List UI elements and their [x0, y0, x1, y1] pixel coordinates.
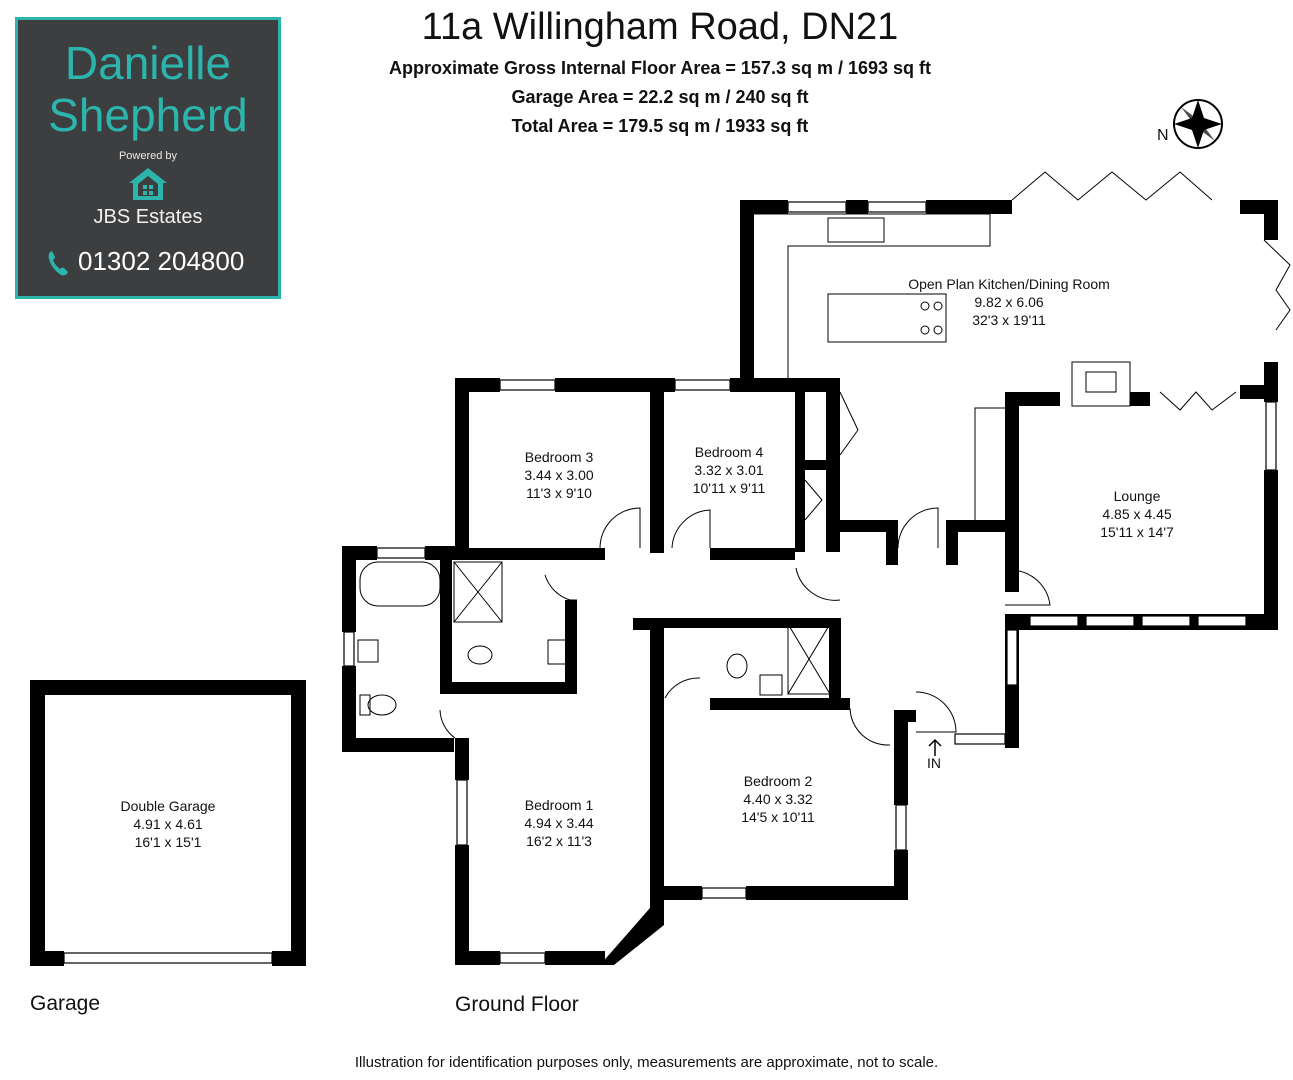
garage-wall	[30, 680, 45, 966]
agent-name-line2: Shepherd	[48, 89, 248, 141]
room-name: Bedroom 3	[524, 449, 594, 465]
room-bedroom-3: Bedroom 3 3.44 x 3.00 11'3 x 9'10	[449, 448, 669, 502]
room-metric: 3.44 x 3.00	[524, 467, 594, 483]
disclaimer-text: Illustration for identification purposes…	[354, 1054, 939, 1071]
room-imperial: 14'5 x 10'11	[741, 809, 815, 825]
entrance-arrow-icon	[928, 738, 942, 756]
room-imperial: 10'11 x 9'11	[692, 480, 766, 496]
floor-name-ground: Ground Floor	[455, 993, 579, 1016]
room-name: Double Garage	[120, 798, 216, 814]
room-name: Bedroom 1	[524, 797, 594, 813]
room-double-garage: Double Garage 4.91 x 4.61 16'1 x 15'1	[58, 797, 278, 851]
room-bedroom-4: Bedroom 4 3.32 x 3.01 10'11 x 9'11	[619, 443, 839, 497]
agent-logo: Danielle Shepherd Powered by JBS Estates…	[15, 17, 281, 299]
floor-name-garage: Garage	[30, 992, 101, 1015]
agent-name-line1: Danielle	[64, 37, 232, 89]
house-icon	[129, 168, 167, 200]
room-lounge: Lounge 4.85 x 4.45 15'11 x 14'7	[1027, 487, 1247, 541]
garage-area-text: Garage Area = 22.2 sq m / 240 sq ft	[511, 87, 809, 107]
room-metric: 4.94 x 3.44	[524, 815, 594, 831]
room-metric: 4.85 x 4.45	[1102, 506, 1172, 522]
room-bedroom-2: Bedroom 2 4.40 x 3.32 14'5 x 10'11	[668, 772, 888, 826]
room-imperial: 16'1 x 15'1	[134, 834, 202, 850]
room-imperial: 32'3 x 19'11	[972, 312, 1046, 328]
floor-area-text: Approximate Gross Internal Floor Area = …	[388, 58, 932, 78]
room-imperial: 16'2 x 11'3	[526, 833, 592, 849]
phone-number: 01302 204800	[78, 246, 245, 276]
room-metric: 4.91 x 4.61	[133, 816, 203, 832]
room-name: Bedroom 2	[743, 773, 813, 789]
room-metric: 9.82 x 6.06	[974, 294, 1044, 310]
garage-wall	[30, 680, 306, 695]
total-area-text: Total Area = 179.5 sq m / 1933 sq ft	[511, 116, 809, 136]
room-imperial: 15'11 x 14'7	[1100, 524, 1174, 540]
entrance-label: IN	[927, 755, 941, 771]
property-title: 11a Willingham Road, DN21	[421, 6, 899, 48]
room-name: Lounge	[1113, 488, 1161, 504]
compass-north-label: N	[1157, 127, 1169, 144]
phone-icon	[48, 251, 68, 276]
room-name: Open Plan Kitchen/Dining Room	[908, 276, 1110, 292]
room-name: Bedroom 4	[694, 444, 764, 460]
garage-wall	[291, 680, 306, 966]
room-kitchen: Open Plan Kitchen/Dining Room 9.82 x 6.0…	[899, 275, 1119, 329]
compass-icon	[1173, 99, 1223, 149]
room-metric: 4.40 x 3.32	[743, 791, 813, 807]
room-metric: 3.32 x 3.01	[694, 462, 764, 478]
room-imperial: 11'3 x 9'10	[526, 485, 592, 501]
room-bedroom-1: Bedroom 1 4.94 x 3.44 16'2 x 11'3	[449, 796, 669, 850]
brand-name: JBS Estates	[93, 206, 203, 228]
powered-by-text: Powered by	[118, 150, 178, 162]
